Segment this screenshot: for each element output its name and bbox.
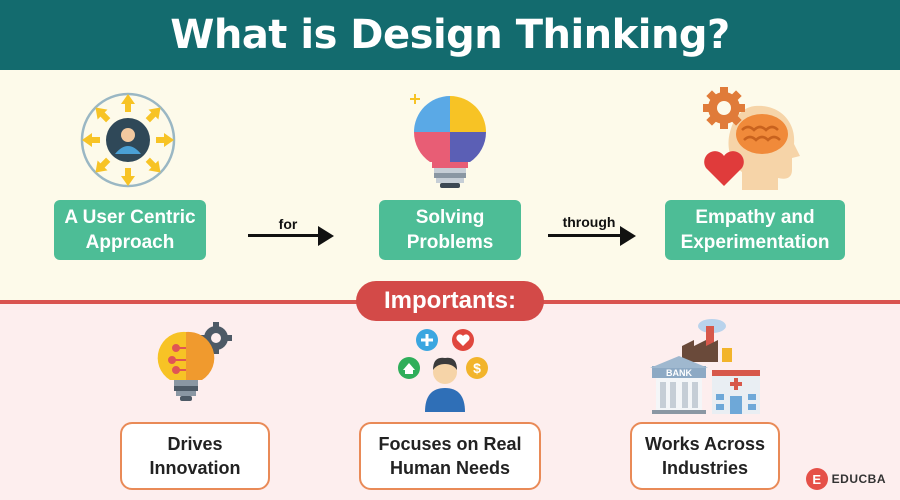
user-centric-box: A User Centric Approach xyxy=(54,200,206,260)
bank-sign-text: BANK xyxy=(666,368,692,378)
brand-name: EDUCBA xyxy=(831,472,886,486)
human-needs-icon: $ xyxy=(398,329,488,412)
svg-text:$: $ xyxy=(473,360,481,376)
innovation-bulb-icon xyxy=(157,322,232,401)
arrow-through xyxy=(548,224,636,248)
importance-item-human-needs: Focuses on Real Human Needs xyxy=(359,422,541,490)
header-bar: What is Design Thinking? xyxy=(0,0,900,70)
importance-item-label: Focuses on Real Human Needs xyxy=(378,434,522,478)
importance-item-innovation: Drives Innovation xyxy=(120,422,270,490)
page-title: What is Design Thinking? xyxy=(170,12,730,58)
empathy-label: Empathy and Experimentation xyxy=(680,207,830,253)
empathy-box: Empathy and Experimentation xyxy=(665,200,845,260)
importance-item-label: Drives Innovation xyxy=(149,434,241,478)
arrow-for xyxy=(248,224,334,248)
importance-item-industries: Works Across Industries xyxy=(630,422,780,490)
industries-icon: BANK xyxy=(650,319,760,414)
brand-mark-icon: E xyxy=(805,468,828,490)
puzzle-lightbulb-icon xyxy=(410,94,487,188)
user-centric-label: A User Centric Approach xyxy=(64,207,196,253)
brand-logo: E EDUCBA xyxy=(805,468,886,490)
solving-problems-label: Solving Problems xyxy=(406,207,494,253)
arrow-through-label: through xyxy=(562,214,616,230)
importance-item-label: Works Across Industries xyxy=(644,434,766,478)
empathy-head-icon xyxy=(703,87,800,190)
arrow-for-label: for xyxy=(278,216,298,232)
importants-heading: Importants: xyxy=(356,281,544,321)
importants-label: Importants: xyxy=(384,287,516,314)
solving-problems-box: Solving Problems xyxy=(379,200,521,260)
user-centric-icon xyxy=(80,92,176,188)
